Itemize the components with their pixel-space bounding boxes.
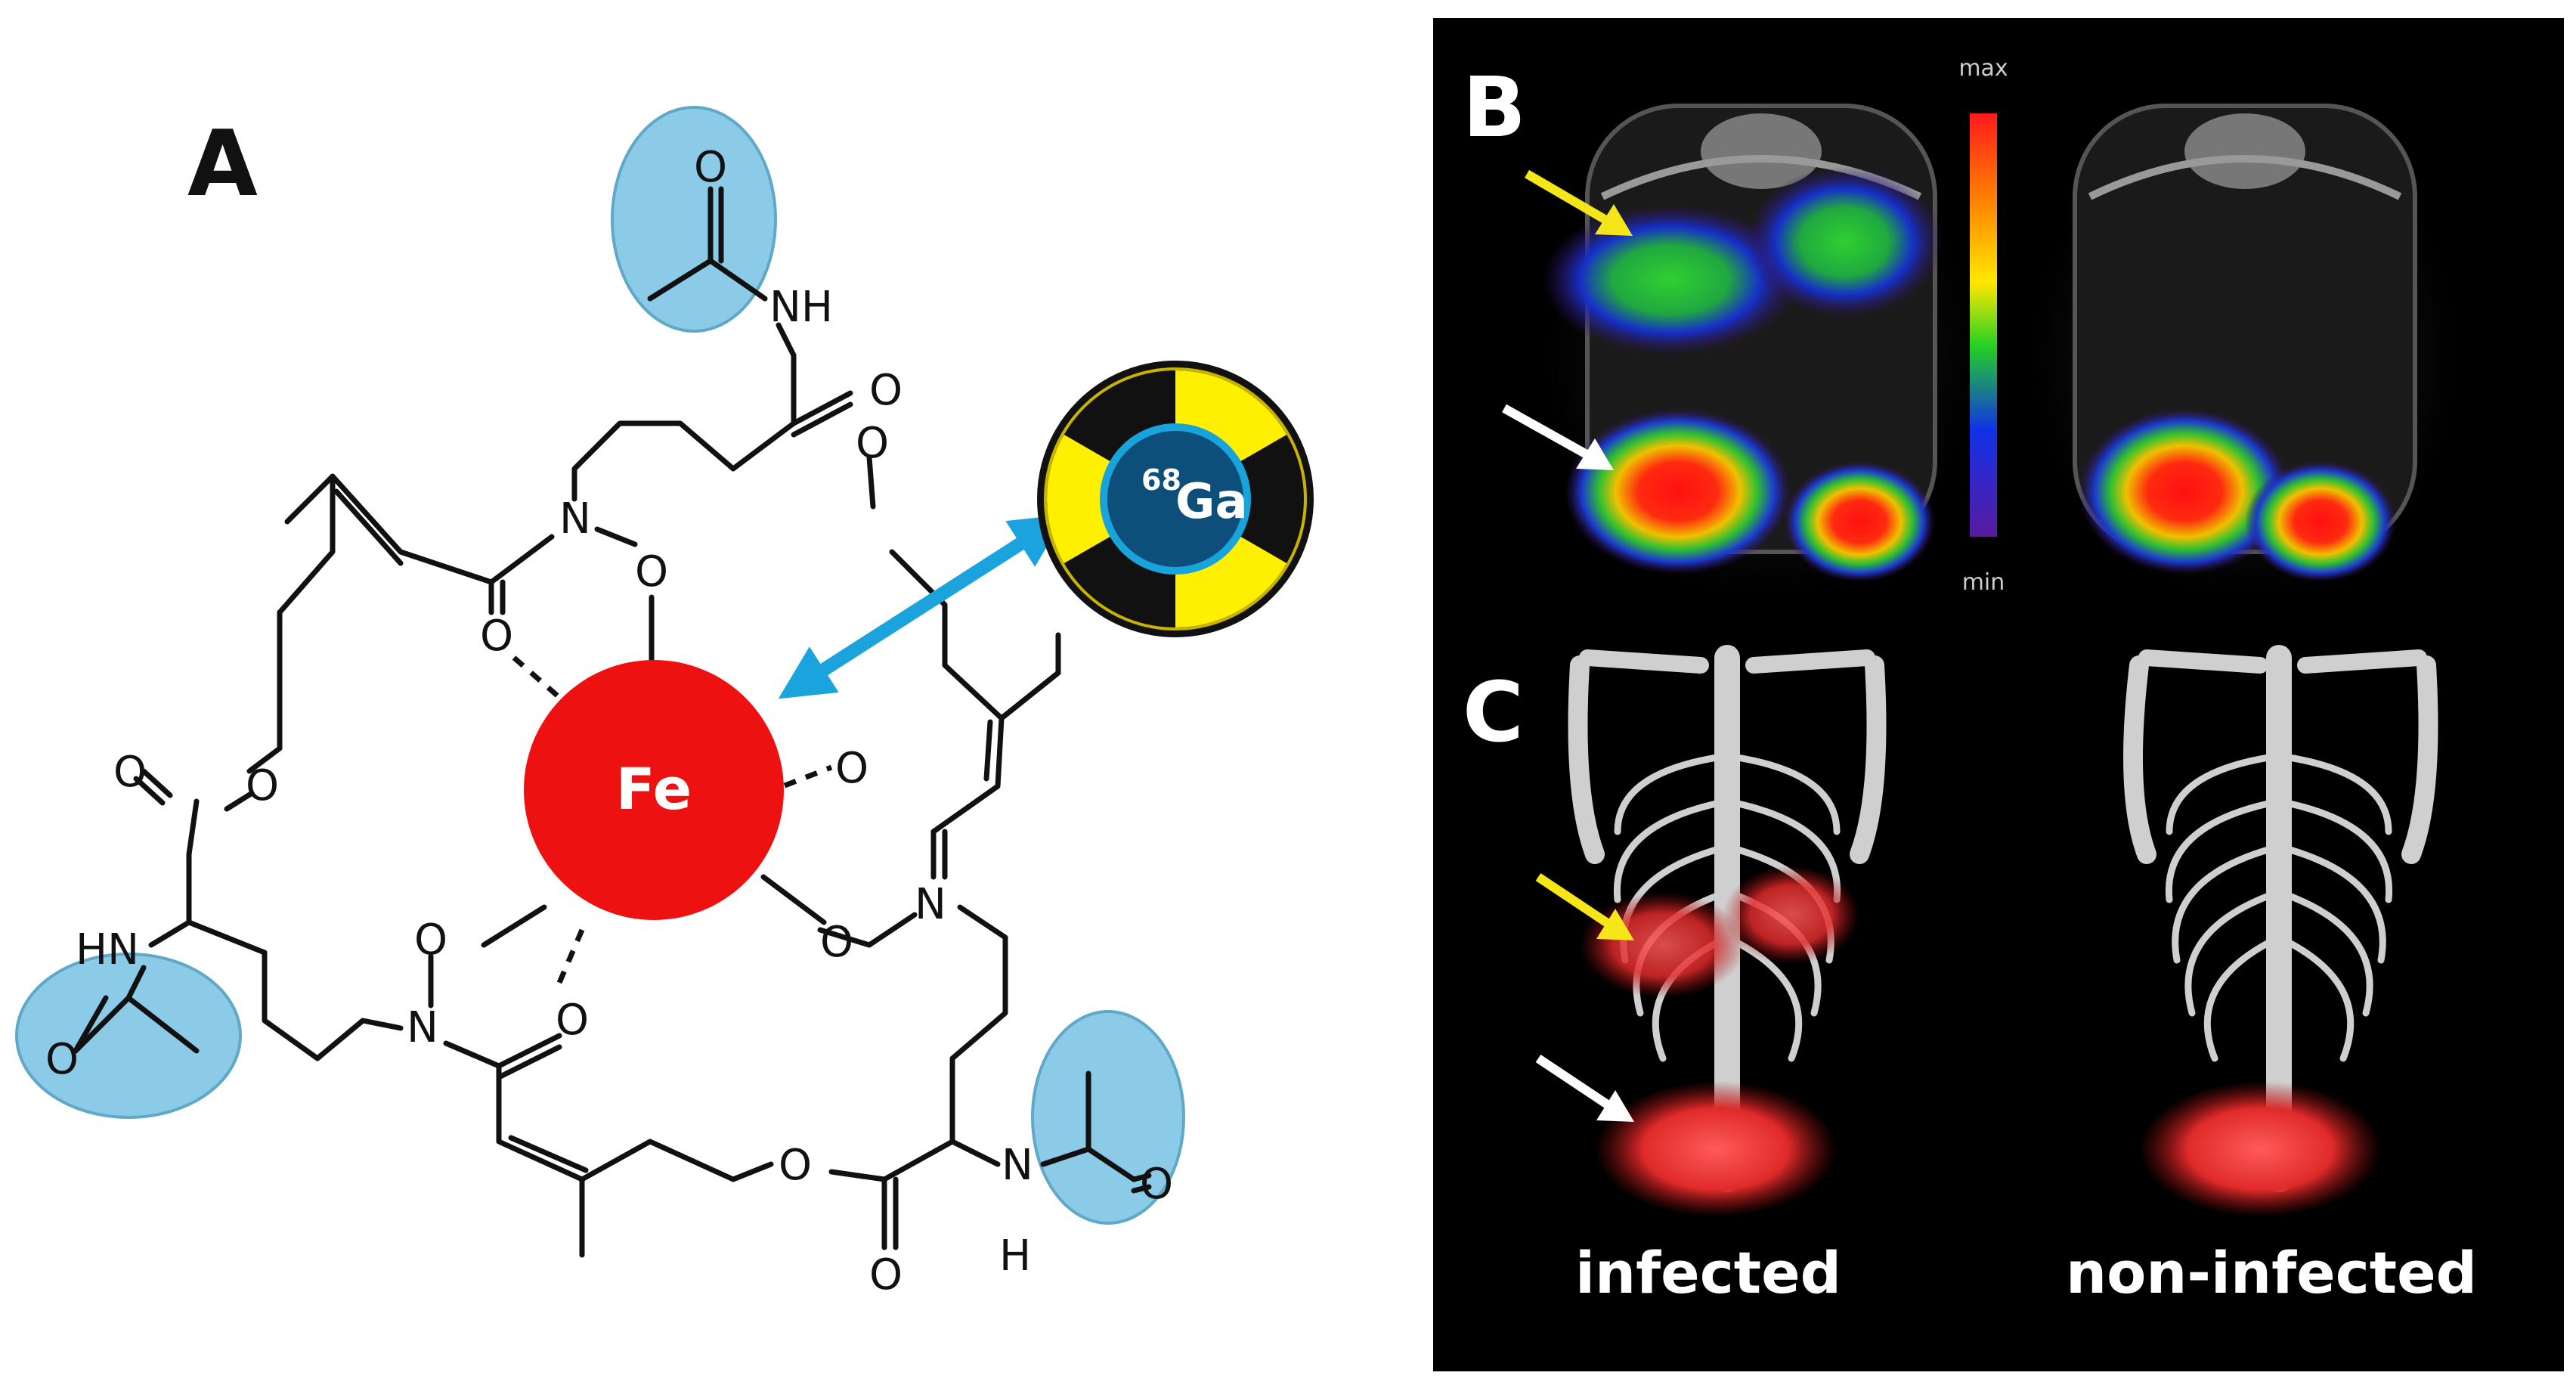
radiation-symbol: 68 Ga xyxy=(1037,361,1314,637)
atom-o-ester-left: O xyxy=(246,761,279,810)
atom-n-top: N xyxy=(559,494,591,544)
arrow-white-b xyxy=(1502,404,1614,470)
atom-o-n-bottom: O xyxy=(414,916,447,965)
atom-o-acetyl-top: O xyxy=(694,143,727,192)
arrow-yellow-b xyxy=(1524,169,1633,236)
panel-c: C xyxy=(1463,645,2477,1306)
atom-n-bottom-right: N xyxy=(1002,1141,1033,1190)
atom-o-ester-bottom: O xyxy=(779,1141,812,1190)
atom-o-carbonyl-right: O xyxy=(835,744,868,793)
atom-o-ester-top-right: O xyxy=(856,419,889,468)
atom-o-acetyl-left: O xyxy=(45,1035,79,1084)
caption-non-infected: non-infected xyxy=(2066,1239,2477,1306)
acetyl-highlight-left xyxy=(15,953,242,1119)
atom-o-carbonyl-top-left: O xyxy=(480,612,513,661)
atom-o-ester-bottom-dbl: O xyxy=(869,1250,903,1300)
scale-max-label: max xyxy=(1958,55,2008,82)
kidney-signal-non-infected xyxy=(2139,1081,2381,1217)
panel-a: A xyxy=(15,106,1314,1300)
arrow-yellow-c xyxy=(1535,873,1634,940)
coordination-bonds xyxy=(512,655,833,984)
kidney-signal-infected xyxy=(1595,1081,1837,1217)
exchange-arrow xyxy=(778,514,1067,699)
panel-b-label: B xyxy=(1463,59,1526,156)
atom-o-n-right: O xyxy=(820,918,853,967)
isotope-mass: 68 xyxy=(1141,463,1181,497)
atom-nh-top: NH xyxy=(769,283,833,332)
panel-b: B max min xyxy=(1463,55,2464,605)
atom-h-bottom-right: H xyxy=(999,1232,1031,1281)
atom-o-n-top: O xyxy=(635,547,668,596)
fe-label: Fe xyxy=(616,755,692,823)
pet-ct-infected xyxy=(1542,104,1980,605)
acetyl-highlight-top xyxy=(611,106,777,333)
panel-c-label: C xyxy=(1463,664,1524,761)
arrow-white-c xyxy=(1535,1055,1634,1122)
fe-atom xyxy=(524,660,784,920)
atom-o-ester-left-dbl: O xyxy=(113,748,147,797)
skeleton-non-infected xyxy=(2123,645,2438,1192)
lung-signal-left xyxy=(1580,892,1746,998)
colorbar xyxy=(1970,113,1997,537)
caption-infected: infected xyxy=(1575,1239,1841,1306)
scale-min-label: min xyxy=(1962,569,2005,596)
atom-hn-left: HN xyxy=(76,925,139,974)
atom-o-carbonyl-bottom: O xyxy=(556,996,589,1045)
isotope-symbol: Ga xyxy=(1175,474,1248,530)
atom-o-acetyl-right: O xyxy=(1140,1160,1173,1209)
panel-a-label: A xyxy=(187,112,258,217)
acetyl-highlight-right xyxy=(1031,1010,1185,1225)
lung-signal-right xyxy=(1723,866,1859,964)
pet-ct-non-infected xyxy=(2026,104,2464,605)
atom-n-right: N xyxy=(915,880,946,929)
atom-o-ester-top-right-dbl: O xyxy=(869,366,903,415)
atom-n-bottom: N xyxy=(407,1003,438,1052)
